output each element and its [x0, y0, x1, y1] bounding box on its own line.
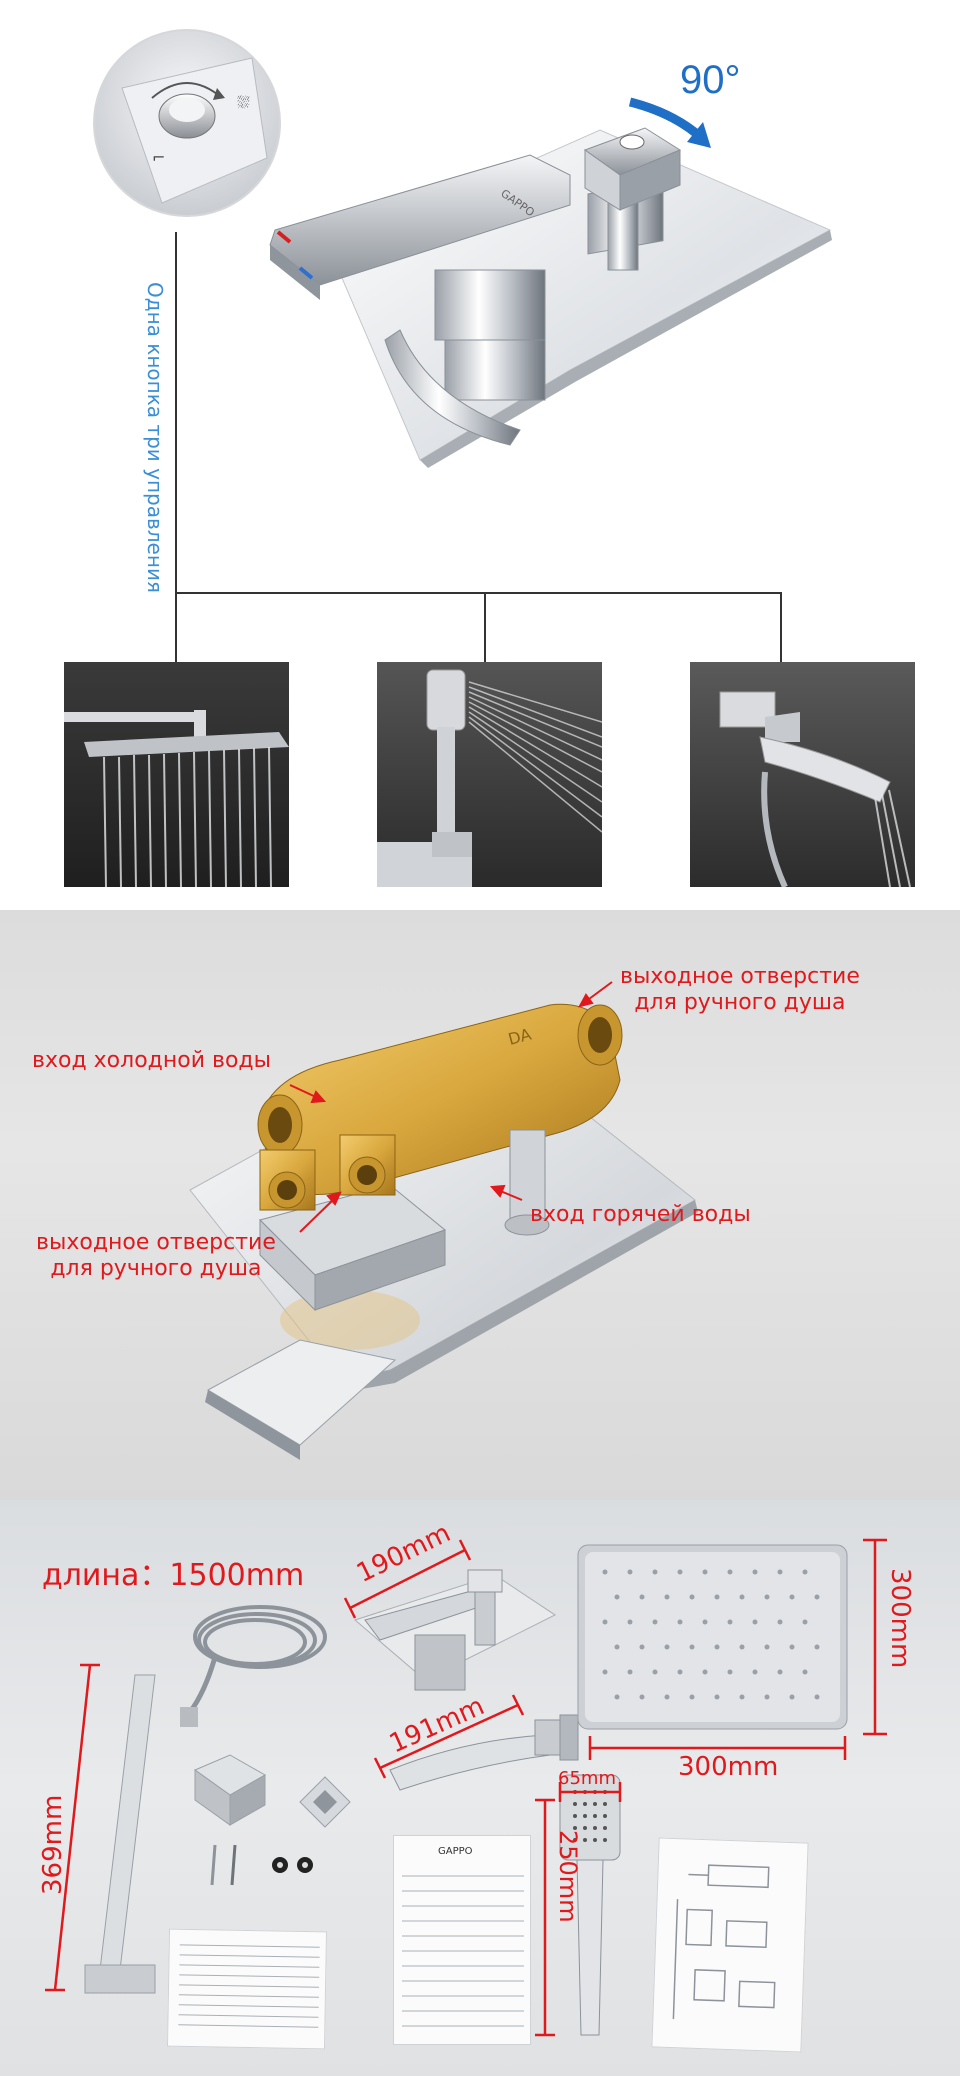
outlet-photo-spout	[690, 662, 915, 887]
label-cold-water-inlet: вход холодной воды	[32, 1048, 272, 1073]
rotation-arrow-icon	[628, 97, 711, 148]
dim-head-height: 300mm	[885, 1568, 915, 1669]
wall-bracket-image	[193, 1754, 267, 1826]
dimension-lines	[45, 1538, 887, 2037]
hose-image	[180, 1605, 327, 1727]
shower-head-kit-image	[577, 1544, 848, 1730]
hose-length-prefix: длина：	[42, 1558, 170, 1593]
connector-right	[780, 592, 782, 662]
connector-horizontal	[175, 592, 780, 594]
mixer-kit-image	[353, 1569, 556, 1691]
valve-body-image: DA	[189, 1003, 698, 1460]
label-hand-shower-outlet-bottom: выходное отверстие для ручного душа	[36, 1230, 276, 1281]
label-hand-shower-outlet-top: выходное отверстие для ручного душа	[620, 964, 860, 1015]
hose-length-label: длина：1500mm	[42, 1550, 304, 1594]
warranty-card: GAPPO	[393, 1835, 531, 2045]
outlet-photo-hand-shower	[377, 662, 602, 887]
hose-length-value: 1500mm	[169, 1558, 305, 1593]
dim-head-width: 300mm	[678, 1752, 779, 1782]
mixer-product-image: GAPPO	[269, 127, 832, 468]
connector-vertical-main	[175, 232, 177, 662]
label-arrows	[289, 981, 613, 1233]
instruction-sheet	[166, 1928, 328, 2050]
screws-image	[210, 1844, 313, 1886]
warranty-card-brand: GAPPO	[438, 1846, 473, 1857]
installation-diagram-sheet	[651, 1837, 809, 2053]
dim-arm-length: 369mm	[38, 1794, 68, 1895]
connector-center	[484, 592, 486, 662]
svg-text:⛆: ⛆	[237, 93, 250, 112]
hand-shower-kit-image	[559, 1774, 621, 2036]
label-hot-water-inlet: вход горячей воды	[530, 1202, 751, 1227]
dim-hand-length: 250mm	[554, 1830, 582, 1923]
one-button-caption: Одна кнопка три управления	[143, 282, 167, 593]
flange-image	[299, 1776, 351, 1828]
button-closeup-image: ⛆ ⌐	[93, 29, 281, 217]
shower-arm-kit-image	[84, 1674, 156, 1994]
feature-section-one-button: ⛆ ⌐ Одна кнопка три управления 90°	[0, 0, 960, 910]
rotation-label: 90°	[680, 58, 741, 102]
svg-text:⌐: ⌐	[152, 148, 165, 167]
kit-dimensions-section: длина：1500mm	[0, 1500, 960, 2076]
dim-hand-width: 65mm	[558, 1768, 616, 1789]
outlet-photo-rain-shower	[64, 662, 289, 887]
spout-kit-image	[389, 1714, 579, 1791]
valve-body-section: DA выходное отверстие для ручного душа в…	[0, 910, 960, 1500]
